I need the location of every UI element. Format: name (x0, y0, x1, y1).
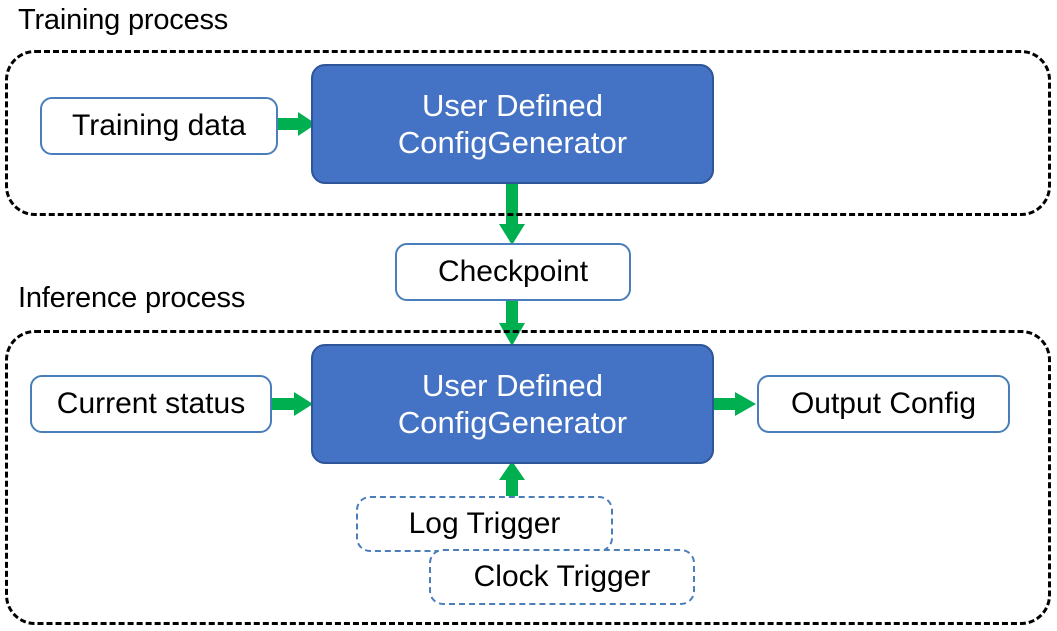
inference-process-container (5, 330, 1051, 625)
clock-trigger-label: Clock Trigger (473, 560, 651, 593)
checkpoint-label: Checkpoint (437, 255, 589, 288)
clock-trigger-box[interactable]: Clock Trigger (429, 549, 695, 605)
inference-section-caption: Inference process (18, 282, 246, 314)
training-config-generator-label-line2: ConfigGenerator (397, 125, 628, 160)
current-status-label: Current status (56, 387, 246, 420)
output-config-box[interactable]: Output Config (757, 375, 1010, 433)
training-process-container (5, 50, 1051, 216)
training-config-generator-box[interactable]: User Defined ConfigGenerator (311, 64, 714, 184)
current-status-box[interactable]: Current status (30, 375, 272, 433)
output-config-label: Output Config (790, 387, 977, 420)
training-data-label: Training data (72, 109, 246, 142)
training-data-box[interactable]: Training data (40, 97, 278, 155)
checkpoint-box[interactable]: Checkpoint (395, 243, 631, 301)
log-trigger-label: Log Trigger (408, 507, 561, 540)
log-trigger-box[interactable]: Log Trigger (356, 496, 613, 552)
inference-config-generator-label-line2: ConfigGenerator (397, 405, 628, 440)
training-section-caption: Training process (18, 4, 229, 36)
inference-config-generator-label-line1: User Defined (422, 368, 603, 403)
inference-config-generator-box[interactable]: User Defined ConfigGenerator (311, 344, 714, 464)
training-config-generator-label-line1: User Defined (422, 88, 603, 123)
